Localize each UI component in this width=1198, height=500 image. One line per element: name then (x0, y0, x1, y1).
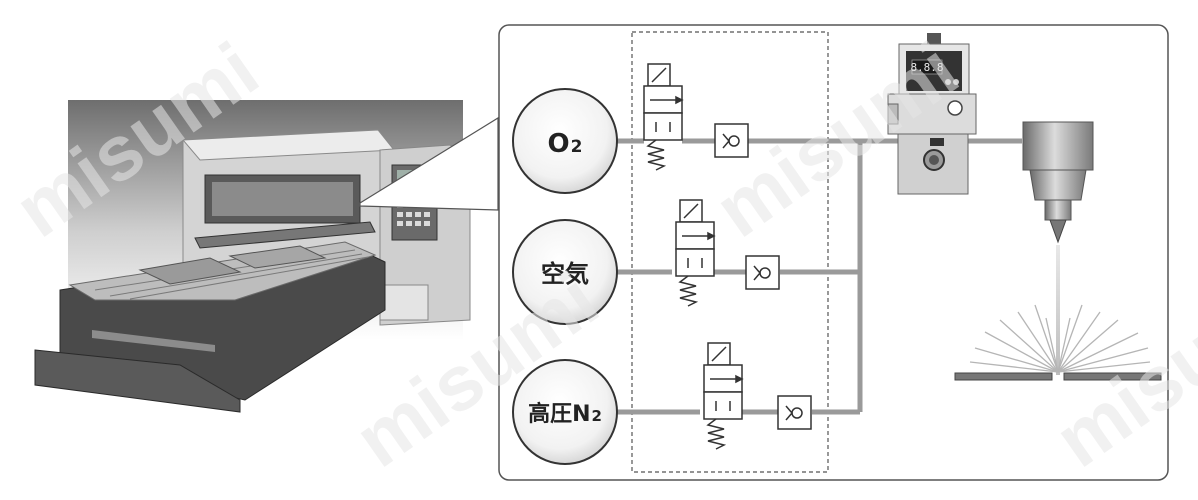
regulator-button (945, 79, 951, 85)
gas-label-n2: 高圧N2 (528, 401, 602, 427)
gas-label-air: 空気 (541, 260, 589, 288)
workpiece-right (1063, 372, 1162, 381)
gas-circle-air (512, 219, 618, 325)
gas-source-n2: 高圧N2 (512, 359, 618, 465)
sparks (969, 304, 1151, 373)
regulator-connector (927, 33, 941, 45)
gantry (194, 221, 376, 249)
gas-circle-n2 (512, 359, 618, 465)
gas-source-o2: O2 (512, 88, 618, 194)
regulator-mid-body (887, 93, 977, 135)
front-rail (92, 330, 215, 352)
regulator-lcd (911, 59, 943, 75)
sheet-metal (138, 257, 242, 285)
laser-head-tip (1044, 199, 1072, 221)
regulator-port-in (887, 103, 899, 125)
check-valve-2 (745, 255, 780, 290)
gas-label-o2: O2 (548, 129, 583, 159)
laser-machine-illustration (34, 100, 499, 413)
check-valve-3 (777, 395, 812, 430)
valve-group-box (631, 31, 829, 473)
solenoid-valve-3 (703, 342, 744, 450)
regulator-display-value: 8.8.8 (910, 61, 943, 74)
check-valve-1 (714, 123, 749, 158)
regulator-button-2 (953, 79, 959, 85)
solenoid-valve-1 (643, 63, 684, 171)
electropneumatic-regulator: 8.8.8 (887, 33, 977, 195)
laser-cutting-head (1022, 121, 1094, 375)
solenoid-valve-2 (675, 199, 716, 307)
regulator-knob-center (929, 155, 939, 165)
laser-nozzle (1049, 219, 1067, 244)
gas-source-air: 空気 (512, 219, 618, 325)
laser-beam (1056, 245, 1060, 375)
side-box (379, 284, 429, 321)
laser-head-mid (1029, 169, 1087, 201)
sheet-metal-2 (228, 245, 327, 269)
front-drawer (34, 349, 241, 413)
regulator-gauge-icon (947, 100, 963, 116)
workpiece-left (954, 372, 1053, 381)
machine-window-inner (212, 182, 353, 216)
laser-head-body (1022, 121, 1094, 171)
gas-circle-o2 (512, 88, 618, 194)
callout-pointer (359, 116, 499, 211)
regulator-label-plate (930, 138, 944, 146)
workpiece-and-sparks (954, 304, 1162, 381)
gas-pipes (616, 138, 1022, 415)
